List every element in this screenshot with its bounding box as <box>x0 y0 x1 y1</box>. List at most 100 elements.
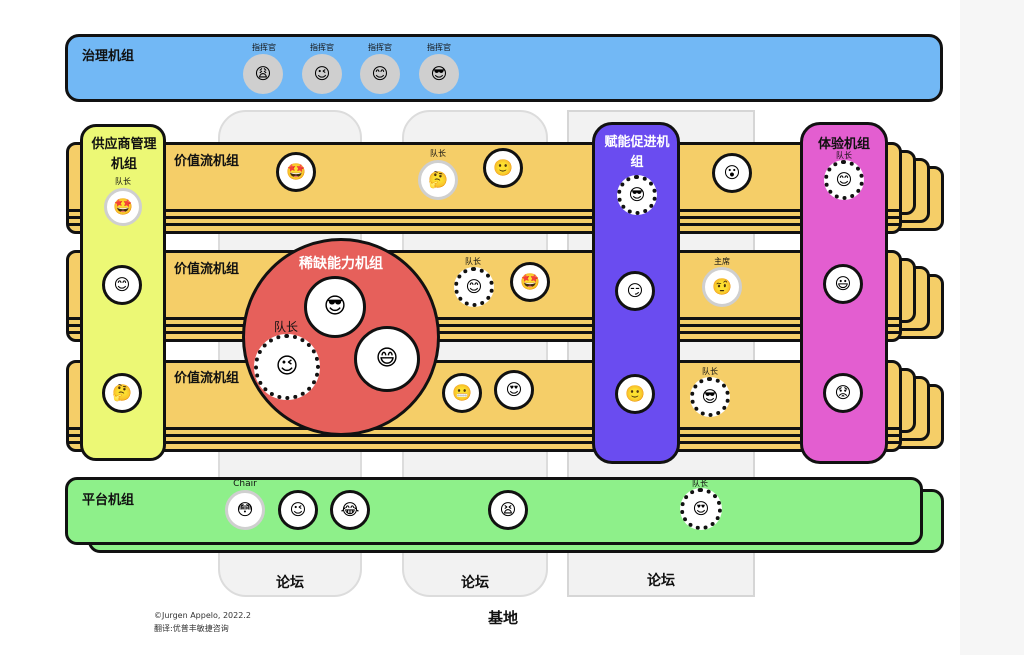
face-icon: 😍 <box>680 488 722 530</box>
face-icon: 😫 <box>488 490 528 530</box>
governance-crew: 治理机组 <box>65 34 943 102</box>
face-icon: 😉 <box>278 490 318 530</box>
face-emoji: 😮 <box>723 163 741 182</box>
face-icon: 😄 <box>354 326 420 392</box>
face-emoji: 😩 <box>254 64 272 83</box>
value-stream-title-1: 价值流机组 <box>174 154 240 169</box>
value-stream-title-2: 价值流机组 <box>174 262 240 277</box>
credit-translation: 翻译:优普丰敏捷咨询 <box>154 624 229 633</box>
face-emoji: 🙂 <box>493 158 513 177</box>
stream-stripe <box>69 324 899 327</box>
face-icon: 🙂 <box>483 148 523 188</box>
face-emoji: 😎 <box>628 185 646 204</box>
face-icon: 😊 <box>454 267 494 307</box>
face-emoji: 😟 <box>834 383 852 402</box>
face-emoji: 😊 <box>371 64 389 83</box>
stream-stripe <box>69 441 899 444</box>
scarce-title: 稀缺能力机组 <box>299 256 383 272</box>
face-emoji: 🤩 <box>113 197 133 216</box>
face-emoji: 😂 <box>340 500 360 519</box>
stream-stripe <box>69 317 899 320</box>
captain-label: 队长 <box>692 479 708 488</box>
commander-label-3: 指挥官 <box>368 43 392 52</box>
face-emoji: 😎 <box>701 387 719 406</box>
commander-label-1: 指挥官 <box>252 43 276 52</box>
enabling-title: 赋能促进机组 <box>604 135 670 170</box>
face-icon: 😎 <box>690 377 730 417</box>
scarce-captain-label: 队长 <box>274 320 299 334</box>
face-emoji: 😎 <box>430 64 448 83</box>
credit-author: ©Jurgen Appelo, 2022.2 <box>154 611 251 620</box>
face-icon: 😉 <box>302 54 342 94</box>
supplier-captain-label: 队长 <box>115 177 131 186</box>
captain-label: 队长 <box>465 257 481 266</box>
face-emoji: 😊 <box>835 170 853 189</box>
value-stream-title-3: 价值流机组 <box>174 371 240 386</box>
face-icon: 😬 <box>442 373 482 413</box>
face-icon: 😎 <box>419 54 459 94</box>
face-emoji: 🤨 <box>712 277 732 296</box>
face-icon: 😎 <box>617 175 657 215</box>
stream-stripe <box>69 427 899 430</box>
face-icon: 🤩 <box>104 188 142 226</box>
forum-2-label: 论坛 <box>461 575 489 591</box>
stream-stripe <box>69 216 899 219</box>
base-label: 基地 <box>488 609 519 627</box>
face-icon: 🙂 <box>615 374 655 414</box>
face-icon: 🤩 <box>510 262 550 302</box>
stream-stripe <box>69 331 899 334</box>
face-icon: 😂 <box>330 490 370 530</box>
face-emoji: 😎 <box>323 294 347 319</box>
face-emoji: 😄 <box>375 346 399 371</box>
commander-label-4: 指挥官 <box>427 43 451 52</box>
stream-stripe <box>69 209 899 212</box>
face-emoji: 😬 <box>452 383 472 402</box>
captain-label: 队长 <box>702 367 718 376</box>
value-stream-crew-3 <box>66 360 902 452</box>
face-icon: 😳 <box>225 490 265 530</box>
face-icon: 🤩 <box>276 152 316 192</box>
supplier-title: 供应商管理机组 <box>91 137 157 172</box>
face-emoji: 😃 <box>834 274 852 293</box>
face-icon: 😎 <box>304 276 366 338</box>
chair-label: Chair <box>233 479 257 489</box>
face-icon: 😃 <box>823 264 863 304</box>
face-icon: 🤔 <box>418 160 458 200</box>
face-icon: 😮 <box>712 153 752 193</box>
face-icon: 🤔 <box>102 373 142 413</box>
face-emoji: 🤩 <box>286 162 306 181</box>
platform-title: 平台机组 <box>82 493 135 508</box>
face-emoji: 🤔 <box>112 383 132 402</box>
face-icon: 😉 <box>254 334 320 400</box>
chair-cn-label: 主席 <box>714 257 730 266</box>
face-emoji: 😉 <box>313 64 331 83</box>
face-emoji: 😏 <box>626 281 644 300</box>
face-emoji: 😊 <box>113 275 131 294</box>
face-icon: 😏 <box>615 271 655 311</box>
face-icon: 😟 <box>823 373 863 413</box>
captain-label: 队长 <box>430 149 446 158</box>
stream-stripe <box>69 434 899 437</box>
face-icon: 😊 <box>360 54 400 94</box>
face-emoji: 😳 <box>236 500 254 519</box>
face-emoji: 😉 <box>289 500 307 519</box>
face-icon: 😊 <box>824 160 864 200</box>
governance-title: 治理机组 <box>82 49 135 64</box>
forum-3-label: 论坛 <box>647 573 675 589</box>
commander-label-2: 指挥官 <box>310 43 334 52</box>
face-emoji: 😍 <box>692 499 710 518</box>
face-emoji: 😊 <box>465 277 483 296</box>
face-emoji: 😍 <box>505 380 523 399</box>
face-emoji: 🤩 <box>520 272 540 291</box>
page-margin <box>960 0 1024 655</box>
stream-stripe <box>69 223 899 226</box>
face-icon: 😩 <box>243 54 283 94</box>
face-icon: 🤨 <box>702 267 742 307</box>
face-emoji: 🙂 <box>625 384 645 403</box>
value-stream-crew-1 <box>66 142 902 234</box>
face-emoji: 🤔 <box>428 170 448 189</box>
forum-1-label: 论坛 <box>276 575 304 591</box>
experience-captain-label: 队长 <box>836 151 852 160</box>
face-icon: 😍 <box>494 370 534 410</box>
face-emoji: 😉 <box>275 354 299 379</box>
